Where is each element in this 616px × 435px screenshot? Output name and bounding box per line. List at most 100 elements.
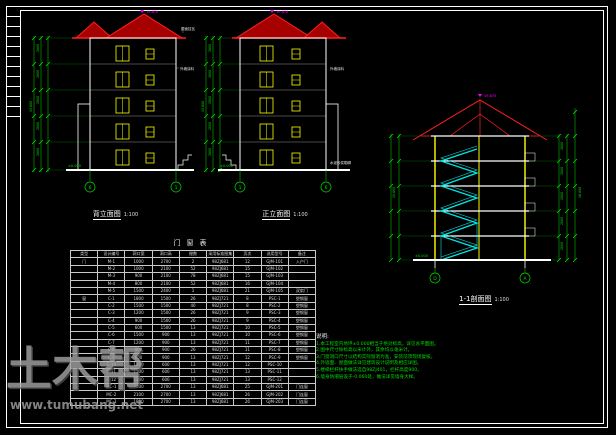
schedule-cell: 600 xyxy=(124,353,153,362)
schedule-cell: 98ZJ721 xyxy=(206,331,235,340)
title-strip-cell xyxy=(6,77,20,87)
schedule-cell xyxy=(69,368,99,377)
schedule-cell: 1500 xyxy=(124,301,153,311)
schedule-cell xyxy=(69,346,99,355)
schedule-cell: PSC-12 xyxy=(260,375,289,385)
ground-level-label: ±0.000 xyxy=(415,254,428,258)
schedule-cell: 98ZJ721 xyxy=(206,353,235,362)
schedule-cell: 98ZJ681 xyxy=(206,390,235,399)
dimension-labels: 2800 2800 2800 2800 2800 15.600 xyxy=(201,44,212,156)
note-line: 2.图中尺寸除标高以米计外，其余均以毫米计。 xyxy=(316,348,413,354)
schedule-cell: MC-1 xyxy=(97,383,126,392)
schedule-cell: C-1 xyxy=(97,294,126,303)
schedule-cell: 9 xyxy=(233,309,262,318)
schedule-cell: 塑钢窗 xyxy=(287,331,317,340)
schedule-cell: 600 xyxy=(151,360,180,370)
schedule-cell: 600 xyxy=(124,323,153,333)
schedule-cell: PSC-3 xyxy=(260,309,289,318)
schedule-cell: 塑钢窗 xyxy=(287,323,317,333)
schedule-cell xyxy=(69,331,99,340)
stair-tower xyxy=(77,103,91,171)
schedule-cell: C-12 xyxy=(97,375,126,385)
schedule-cell: 门连窗 xyxy=(287,397,317,407)
schedule-cell xyxy=(287,368,317,377)
schedule-cell: C-3 xyxy=(97,309,126,318)
schedule-cell: GJM-201 xyxy=(260,383,289,392)
schedule-cell: 塑钢窗 xyxy=(287,353,317,362)
schedule-cell: 2400 xyxy=(124,383,153,392)
schedule-cell: C-6 xyxy=(97,331,126,340)
schedule-header-cell: 洞口宽 xyxy=(124,249,153,259)
section-canvas: 2800 2800 2800 2800 2800 16.800 15.600 1… xyxy=(388,94,582,284)
drawing-title-text: 背立面图 xyxy=(92,210,121,220)
schedule-cell: 26 xyxy=(178,316,208,325)
schedule-cell: 900 xyxy=(124,316,153,325)
drawing-scale: 1:100 xyxy=(293,212,308,218)
note-line: 3.门窗洞口尺寸以结构实际留洞为准，安装前须现场复核。 xyxy=(316,354,436,360)
schedule-cell: 1500 xyxy=(124,331,153,340)
schedule-cell: 1000 xyxy=(124,264,153,274)
drawing-scale: 1:100 xyxy=(494,297,509,303)
schedule-cell: 13 xyxy=(178,360,208,370)
schedule-cell: MC-3 xyxy=(97,397,126,407)
svg-text:19.870: 19.870 xyxy=(146,10,158,14)
schedule-cell: C-5 xyxy=(97,323,126,333)
schedule-cell: 98ZJ721 xyxy=(206,346,235,355)
title-strip xyxy=(6,6,20,428)
note-line: 6.墙身防潮层设于-0.060处，做法详见墙身大样。 xyxy=(316,374,418,380)
svg-text:2800: 2800 xyxy=(560,192,564,200)
svg-text:19.870: 19.870 xyxy=(484,94,496,98)
sheet-inner-border xyxy=(20,10,604,424)
schedule-cell: 门连窗 xyxy=(287,390,317,399)
schedule-cell: 98ZJ681 xyxy=(206,264,235,274)
schedule-cell: 2700 xyxy=(151,257,180,266)
schedule-cell: PSC-11 xyxy=(260,368,289,377)
schedule-cell: 900 xyxy=(151,353,180,362)
schedule-cell: 900 xyxy=(124,346,153,355)
balconies xyxy=(524,152,536,237)
schedule-cell: 门连窗 xyxy=(287,383,317,392)
ground-line: ±0.000 xyxy=(66,164,194,171)
schedule-cell: 11 xyxy=(233,346,262,355)
schedule-cell: 门 xyxy=(69,257,99,266)
schedule-cell: 13 xyxy=(178,338,208,348)
schedule-cell: 98ZJ681 xyxy=(206,272,235,281)
schedule-cell: 26 xyxy=(233,397,262,407)
schedule-cell xyxy=(69,360,99,370)
schedule-cell: M-2 xyxy=(97,264,126,274)
schedule-cell xyxy=(69,272,99,281)
schedule-cell: PSC-6 xyxy=(260,331,289,340)
schedule-cell: 1800 xyxy=(124,397,153,407)
schedule-cell: 13 xyxy=(233,368,262,377)
schedule-cell: C-4 xyxy=(97,316,126,325)
roof xyxy=(232,13,346,39)
schedule-cell: M-3 xyxy=(97,272,126,281)
svg-text:2800: 2800 xyxy=(208,70,212,78)
schedule-header-cell: 设计编号 xyxy=(97,249,126,259)
svg-text:2800: 2800 xyxy=(560,242,564,250)
schedule-cell: C-2 xyxy=(97,301,126,311)
schedule-cell xyxy=(69,301,99,311)
schedule-cell: 1500 xyxy=(151,309,180,318)
sheet-outer-border xyxy=(6,6,608,428)
schedule-cell: M-1 xyxy=(97,257,126,266)
schedule-cell xyxy=(287,264,317,274)
schedule-cell: GJM-101 xyxy=(260,257,289,266)
schedule-cell: 2100 xyxy=(151,264,180,274)
schedule-cell: 13 xyxy=(178,353,208,362)
schedule-title: 门窗表 xyxy=(173,239,213,247)
schedule-cell: 2100 xyxy=(151,272,180,281)
schedule-cell: 入户门 xyxy=(287,257,317,266)
schedule-cell: 13 xyxy=(178,323,208,333)
schedule-cell xyxy=(287,279,317,288)
svg-text:2800: 2800 xyxy=(208,44,212,52)
schedule-header-cell: 类型 xyxy=(69,249,99,259)
svg-text:2800: 2800 xyxy=(36,148,40,156)
title-strip-cell xyxy=(6,27,20,37)
schedule-cell: 13 xyxy=(178,375,208,385)
